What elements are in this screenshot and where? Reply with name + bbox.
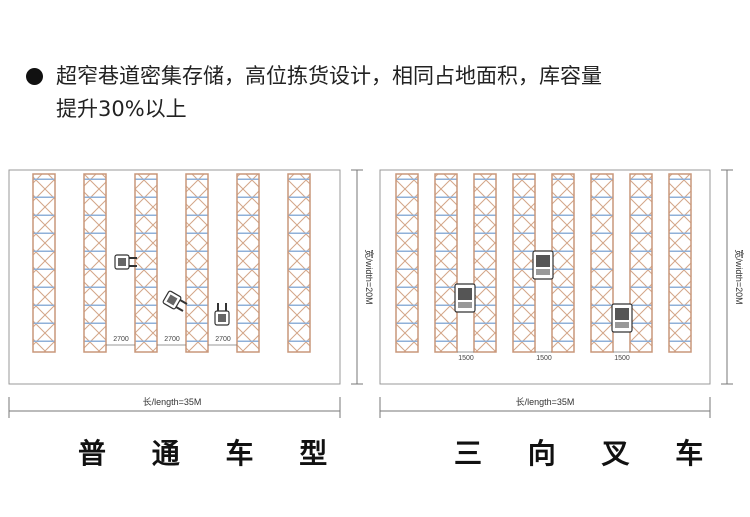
bullet-dot-icon <box>26 68 43 85</box>
headline: 超窄巷道密集存储，高位拣货设计，相同占地面积，库容量 提升30%以上 <box>26 60 726 126</box>
aisle-width-label: 2700 <box>215 336 231 343</box>
right-aisle-dimensions: 1500 1500 1500 <box>457 351 630 362</box>
length-label: 长/length=35M <box>143 396 202 407</box>
width-label: 宽/width=20M <box>364 249 375 304</box>
right-caption: 三 向 叉 车 <box>454 437 722 470</box>
forklift-icon <box>114 254 138 270</box>
right-racks <box>395 173 692 353</box>
right-length-dimension: 长/length=35M <box>379 396 711 418</box>
forklift-icon <box>214 302 230 326</box>
aisle-width-label: 1500 <box>614 355 630 362</box>
left-aisle-dimensions: 2700 2700 2700 <box>106 336 237 346</box>
right-width-dimension: 宽/width=20M <box>721 169 745 385</box>
length-label: 长/length=35M <box>516 396 575 407</box>
left-panel: 2700 2700 2700 宽/width=20M 长/length=35M <box>8 169 375 418</box>
width-label: 宽/width=20M <box>734 249 745 304</box>
turret-truck-icon <box>611 303 633 333</box>
left-racks <box>32 173 311 353</box>
left-caption: 普 通 车 型 <box>78 437 346 470</box>
left-width-dimension: 宽/width=20M <box>351 169 375 385</box>
aisle-width-label: 1500 <box>536 355 552 362</box>
aisle-width-label: 2700 <box>164 336 180 343</box>
turret-truck-icon <box>454 283 476 313</box>
headline-line-2: 提升30%以上 <box>56 97 187 121</box>
turret-truck-icon <box>532 250 554 280</box>
left-outline <box>8 169 341 385</box>
forklift-icon <box>161 289 190 315</box>
right-panel: 1500 1500 1500 宽/width=20M 长/length=35M <box>379 169 745 418</box>
aisle-width-label: 1500 <box>458 355 474 362</box>
right-outline <box>379 169 711 385</box>
aisle-width-label: 2700 <box>113 336 129 343</box>
left-length-dimension: 长/length=35M <box>8 396 341 418</box>
headline-line-1: 超窄巷道密集存储，高位拣货设计，相同占地面积，库容量 <box>56 64 602 88</box>
